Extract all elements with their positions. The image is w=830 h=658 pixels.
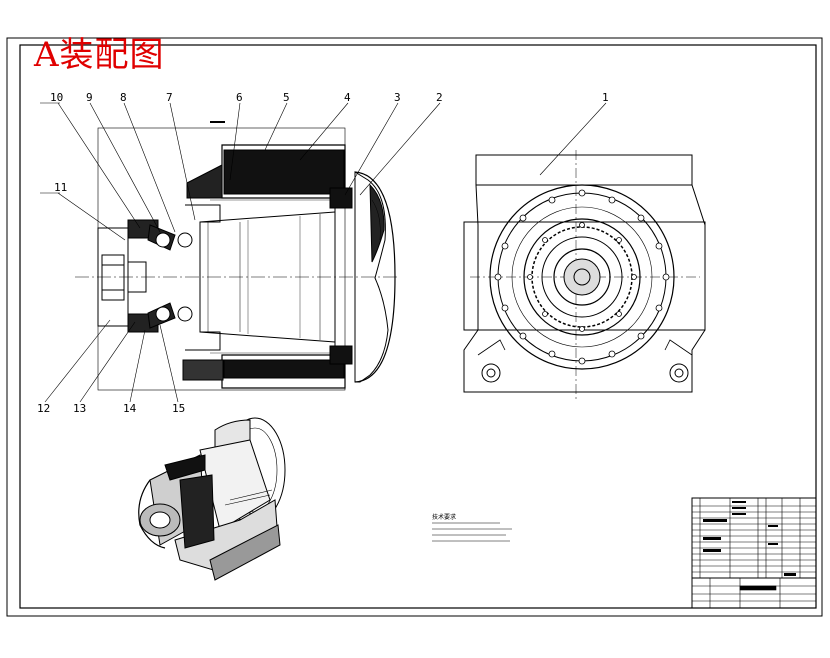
callout-3: 3 (394, 91, 401, 104)
callout-9: 9 (86, 91, 93, 104)
callout-5: 5 (283, 91, 290, 104)
callout-10: 10 (50, 91, 64, 104)
callout-2: 2 (436, 91, 443, 104)
isometric-view (138, 417, 286, 581)
leader-lines (40, 102, 607, 403)
inner-border (19, 44, 817, 609)
section-view (75, 121, 398, 391)
outer-border (6, 37, 823, 617)
callout-13: 13 (73, 402, 87, 415)
callout-14: 14 (123, 402, 137, 415)
end-view (463, 150, 706, 400)
callout-12: 12 (37, 402, 51, 415)
title-block (691, 497, 817, 609)
callout-7: 7 (166, 91, 173, 104)
callout-6: 6 (236, 91, 243, 104)
callout-11: 11 (54, 181, 68, 194)
drawing-title: A装配图 (34, 35, 165, 75)
callout-15: 15 (172, 402, 186, 415)
callout-8: 8 (120, 91, 127, 104)
callout-4: 4 (344, 91, 351, 104)
tech-requirements (432, 522, 512, 542)
tech-requirements-heading: 技术要求 (432, 514, 457, 521)
callout-1: 1 (602, 91, 609, 104)
